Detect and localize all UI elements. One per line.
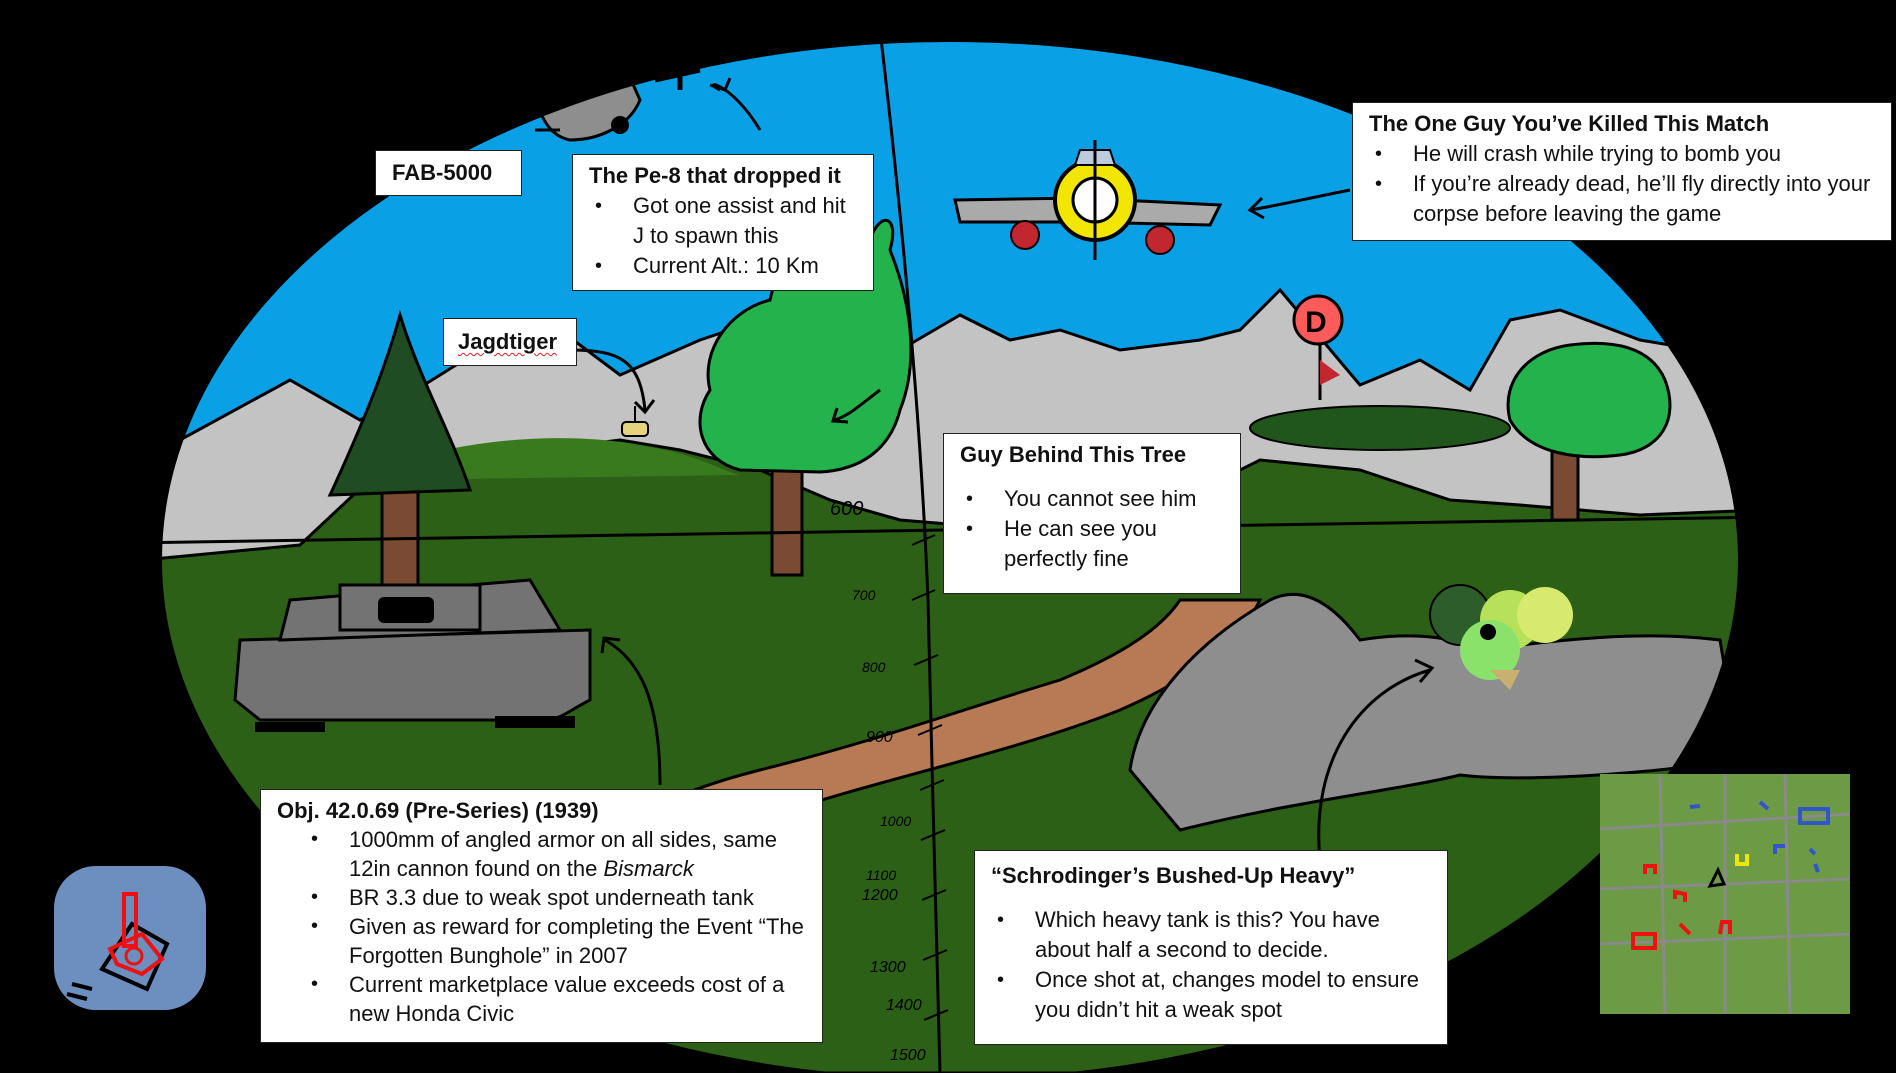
minimap[interactable] bbox=[1600, 774, 1850, 1014]
bullet: He can see you perfectly fine bbox=[966, 514, 1224, 574]
tank-viewport bbox=[378, 597, 434, 623]
range-600: 600 bbox=[830, 498, 863, 520]
range-700: 700 bbox=[852, 587, 876, 603]
range-ticks bbox=[911, 534, 949, 1021]
callout-title: Guy Behind This Tree bbox=[960, 442, 1187, 467]
player-arrow-icon bbox=[1707, 866, 1727, 888]
rangefinder-labels: 600 700 800 900 1000 1100 1200 1300 1400… bbox=[830, 498, 926, 1064]
callout-obj-42: Obj. 42.0.69 (Pre-Series) (1939) 1000mm … bbox=[260, 789, 823, 1043]
callout-killed-guy: The One Guy You’ve Killed This Match He … bbox=[1352, 102, 1892, 241]
large-rock bbox=[1128, 592, 1740, 832]
bullet: Once shot at, changes model to ensure yo… bbox=[997, 965, 1431, 1025]
bullet: Got one assist and hit J to spawn this bbox=[595, 191, 857, 251]
range-1200: 1200 bbox=[862, 887, 898, 904]
bullet: Given as reward for completing the Event… bbox=[311, 912, 806, 970]
pine-tree bbox=[327, 309, 473, 497]
range-1400: 1400 bbox=[886, 997, 922, 1014]
bullet: He will crash while trying to bomb you bbox=[1375, 139, 1875, 169]
hill bbox=[380, 438, 740, 480]
callout-title: Jagdtiger bbox=[458, 329, 558, 354]
bullet-text: 1000mm of angled armor on all sides, sam… bbox=[349, 827, 777, 881]
bullet: You cannot see him bbox=[966, 484, 1224, 514]
jagdtiger-distant bbox=[621, 406, 649, 437]
callout-tree-guy: Guy Behind This Tree You cannot see him … bbox=[943, 433, 1241, 594]
bullet: Current Alt.: 10 Km bbox=[595, 251, 857, 281]
right-tree-canopy bbox=[1506, 341, 1672, 459]
range-800: 800 bbox=[862, 659, 886, 675]
callout-title: FAB-5000 bbox=[392, 160, 493, 185]
bullet: Which heavy tank is this? You have about… bbox=[997, 905, 1431, 965]
callout-title: “Schrodinger’s Bushed-Up Heavy” bbox=[991, 863, 1356, 888]
tree-trunk bbox=[770, 453, 804, 577]
marker-circle bbox=[1292, 294, 1344, 346]
tank-hull bbox=[233, 628, 592, 722]
turret-icon bbox=[107, 931, 165, 977]
bushed-heavy-tank bbox=[1429, 584, 1573, 690]
allied-markers bbox=[1631, 864, 1732, 950]
bullet: 1000mm of angled armor on all sides, sam… bbox=[311, 825, 806, 883]
callout-pe-8: The Pe-8 that dropped it Got one assist … bbox=[572, 154, 874, 291]
callout-title: Obj. 42.0.69 (Pre-Series) (1939) bbox=[277, 798, 599, 823]
bullet: Current marketplace value exceeds cost o… bbox=[311, 970, 806, 1028]
enemy-fighter-plane bbox=[953, 140, 1223, 260]
turret-direction-icon bbox=[122, 892, 138, 948]
range-900: 900 bbox=[866, 729, 893, 746]
pointer-arrows bbox=[535, 77, 1435, 861]
callout-title: The Pe-8 that dropped it bbox=[589, 163, 841, 188]
distant-hill bbox=[1249, 405, 1511, 451]
bullet: If you’re already dead, he’ll fly direct… bbox=[1375, 169, 1875, 229]
ship-name: Bismarck bbox=[603, 856, 694, 881]
range-1000: 1000 bbox=[880, 813, 911, 829]
rangefinder-line bbox=[878, 40, 942, 1073]
range-1500: 1500 bbox=[890, 1047, 926, 1064]
marker-flag bbox=[1320, 360, 1340, 385]
tank-obj-42 bbox=[233, 578, 592, 732]
callout-jagdtiger: Jagdtiger bbox=[443, 318, 577, 366]
range-1300: 1300 bbox=[870, 959, 906, 976]
bullet: BR 3.3 due to weak spot underneath tank bbox=[311, 883, 806, 912]
range-1100: 1100 bbox=[866, 867, 896, 883]
callout-fab-5000: FAB-5000 bbox=[375, 150, 522, 196]
tank-orientation-widget bbox=[54, 866, 206, 1010]
callout-schrodinger: “Schrodinger’s Bushed-Up Heavy” Which he… bbox=[974, 850, 1448, 1045]
enemy-markers bbox=[1689, 800, 1830, 873]
marker-letter: D bbox=[1305, 306, 1327, 339]
callout-title: The One Guy You’ve Killed This Match bbox=[1369, 111, 1770, 136]
